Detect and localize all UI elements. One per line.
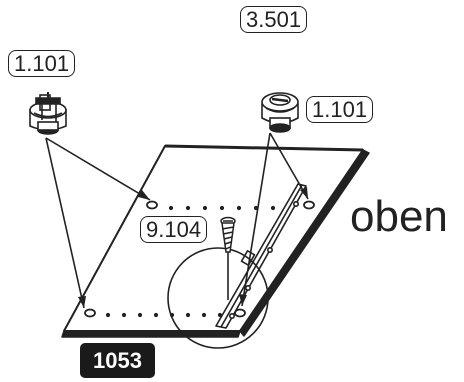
part-label-cam-fitting-left: 1.101 (8, 50, 76, 77)
part-label-dowel: 3.501 (240, 6, 308, 33)
hole-row-back (146, 200, 315, 211)
arrow-heads (78, 187, 308, 308)
hole-row-front (84, 308, 246, 318)
part-label-screw: 9.104 (140, 216, 208, 243)
cam-fitting-left-icon (29, 92, 67, 135)
part-label-cam-fitting-right: 1.101 (306, 96, 374, 123)
cam-fitting-right-icon (261, 92, 299, 133)
screw-icon (220, 216, 236, 253)
orientation-text: oben (350, 192, 448, 241)
detail-circle (167, 247, 269, 349)
panel (61, 144, 370, 338)
part-number-badge: 1053 (80, 343, 155, 378)
